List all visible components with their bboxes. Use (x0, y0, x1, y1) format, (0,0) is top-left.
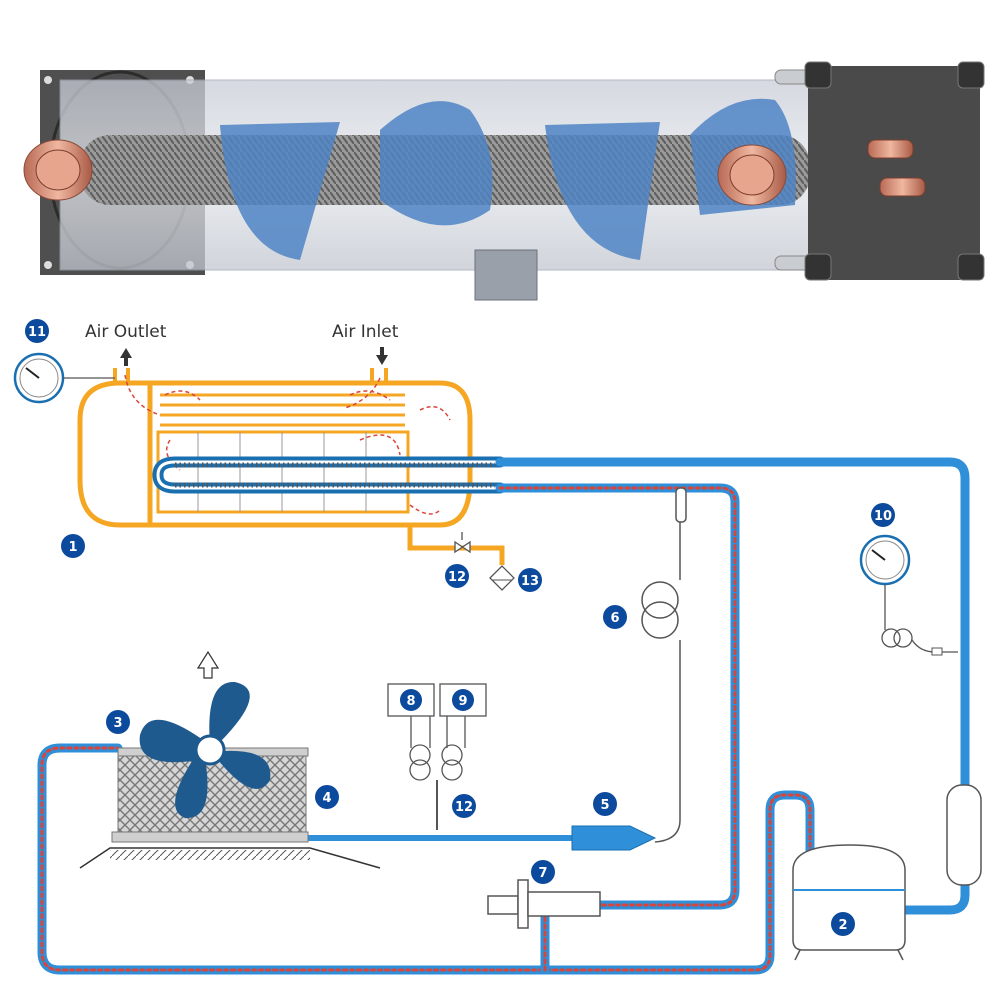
badge-4: 4 (322, 791, 331, 806)
callout-badge: 11 (25, 319, 49, 343)
badge-2: 2 (838, 918, 847, 933)
accumulator (946, 784, 982, 886)
baffle (380, 101, 493, 226)
heat-exchanger-shell (77, 368, 505, 565)
callout-badge: 7 (531, 860, 555, 884)
capillary-tube (641, 487, 687, 843)
badge-8: 8 (406, 694, 415, 709)
badge-5: 5 (600, 798, 609, 813)
pressure-gauge-icon (13, 352, 115, 404)
service-valve (487, 879, 601, 929)
compressor (792, 844, 906, 961)
filter-drier (571, 825, 657, 851)
air-outlet-label: Air Outlet (85, 322, 167, 342)
callout-badge: 2 (831, 912, 855, 936)
badge-9: 9 (458, 694, 467, 709)
callout-badge: 6 (603, 605, 627, 629)
callout-badge: 12 (445, 564, 469, 588)
badge-6: 6 (610, 611, 619, 626)
callout-badge: 10 (871, 503, 895, 527)
heat-exchanger-3d-render (23, 61, 985, 301)
arrow-up-icon (120, 348, 132, 366)
badge-13: 13 (521, 574, 539, 589)
callout-badge: 3 (106, 710, 130, 734)
callout-badge: 8 (400, 689, 422, 711)
callout-badge: 13 (518, 568, 542, 592)
badge-1: 1 (68, 540, 77, 555)
callout-badge: 4 (315, 785, 339, 809)
refrigerant-piping (37, 457, 970, 975)
callout-badge: 9 (452, 689, 474, 711)
drain-valve (454, 532, 471, 554)
u-tube-refrigerant (152, 456, 506, 494)
baffle (220, 122, 340, 260)
drain-fitting (474, 249, 538, 301)
baffle (545, 122, 660, 260)
arrow-down-icon (376, 347, 388, 365)
heat-exchanger-tubes (156, 393, 410, 514)
right-end-plate (808, 66, 980, 280)
callout-badge: 12 (452, 794, 476, 818)
fan-icon (139, 681, 271, 819)
badge-12: 12 (448, 570, 466, 585)
drain-filter (489, 565, 515, 591)
pressure-gauge-icon (859, 534, 958, 656)
badge-11: 11 (28, 325, 46, 340)
copper-port (879, 177, 926, 197)
arrow-up-icon (196, 650, 220, 679)
callout-badge: 5 (593, 792, 617, 816)
copper-port (867, 139, 914, 159)
badge-3: 3 (113, 716, 122, 731)
badge-12: 12 (455, 800, 473, 815)
air-inlet-label: Air Inlet (332, 322, 399, 342)
callout-badge: 1 (61, 534, 85, 558)
badge-7: 7 (538, 866, 547, 881)
badge-10: 10 (874, 509, 892, 524)
